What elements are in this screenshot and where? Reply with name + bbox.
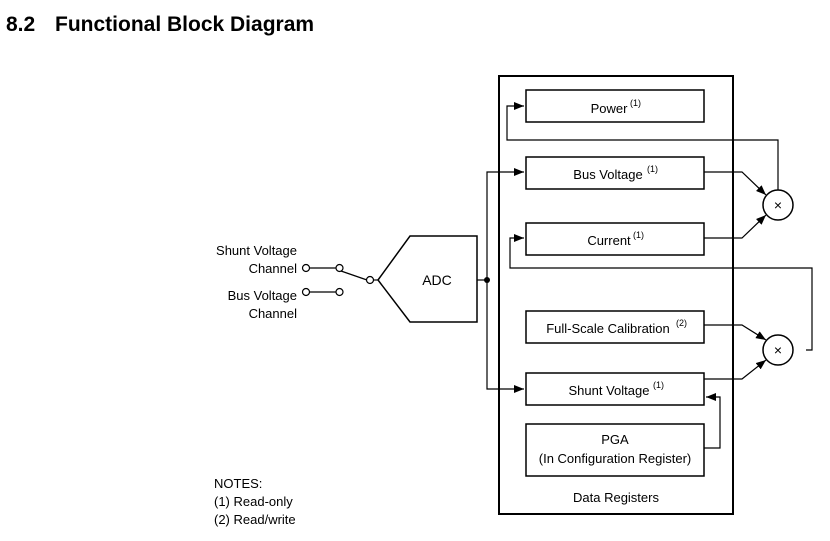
bus-channel-label-line2: Channel: [249, 306, 298, 321]
current-register: [525, 222, 705, 256]
current-register-label: Current: [587, 233, 631, 248]
power-register: [525, 89, 705, 123]
calibration-register-label: Full-Scale Calibration: [546, 321, 670, 336]
power-register-label: Power: [591, 101, 629, 116]
signal-connections: [506, 102, 813, 449]
shunt-channel-label-line1: Shunt Voltage: [216, 243, 297, 258]
note-item: (1) Read-only: [214, 494, 293, 509]
bus-voltage-register: [525, 156, 705, 190]
shunt-channel-label-line2: Channel: [249, 261, 298, 276]
adc-label: ADC: [422, 272, 452, 288]
pga-register-label: PGA: [601, 432, 629, 447]
adc-block: [377, 235, 478, 323]
section-heading: 8.2 Functional Block Diagram: [6, 13, 314, 37]
shunt-voltage-register: [525, 372, 705, 406]
section-number: 8.2: [6, 13, 36, 36]
note-item: (2) Read/write: [214, 512, 296, 527]
shunt-voltage-register-label: Shunt Voltage: [569, 383, 650, 398]
shunt-voltage-register-note: (1): [653, 380, 664, 390]
current-register-note: (1): [633, 230, 644, 240]
data-registers-container: [498, 75, 734, 515]
multiplier-current: [762, 334, 794, 366]
pga-register-sublabel: (In Configuration Register): [539, 451, 691, 466]
notes-heading: NOTES:: [214, 476, 263, 491]
bus-voltage-register-label: Bus Voltage: [573, 167, 642, 182]
input-mux-switch: [301, 263, 378, 297]
power-register-note: (1): [630, 98, 641, 108]
bus-channel-label-line1: Bus Voltage: [228, 288, 297, 303]
multiplier-current-symbol: ×: [774, 342, 782, 358]
junction-dot: [484, 277, 490, 283]
multiplier-power-symbol: ×: [774, 197, 782, 213]
notes-block: NOTES: (1) Read-only (2) Read/write: [214, 475, 296, 529]
pga-register: [525, 423, 705, 477]
section-title: Functional Block Diagram: [55, 13, 315, 36]
data-registers-label: Data Registers: [573, 490, 659, 505]
calibration-register: [525, 310, 705, 344]
calibration-register-note: (2): [676, 318, 687, 328]
bus-voltage-register-note: (1): [647, 164, 658, 174]
